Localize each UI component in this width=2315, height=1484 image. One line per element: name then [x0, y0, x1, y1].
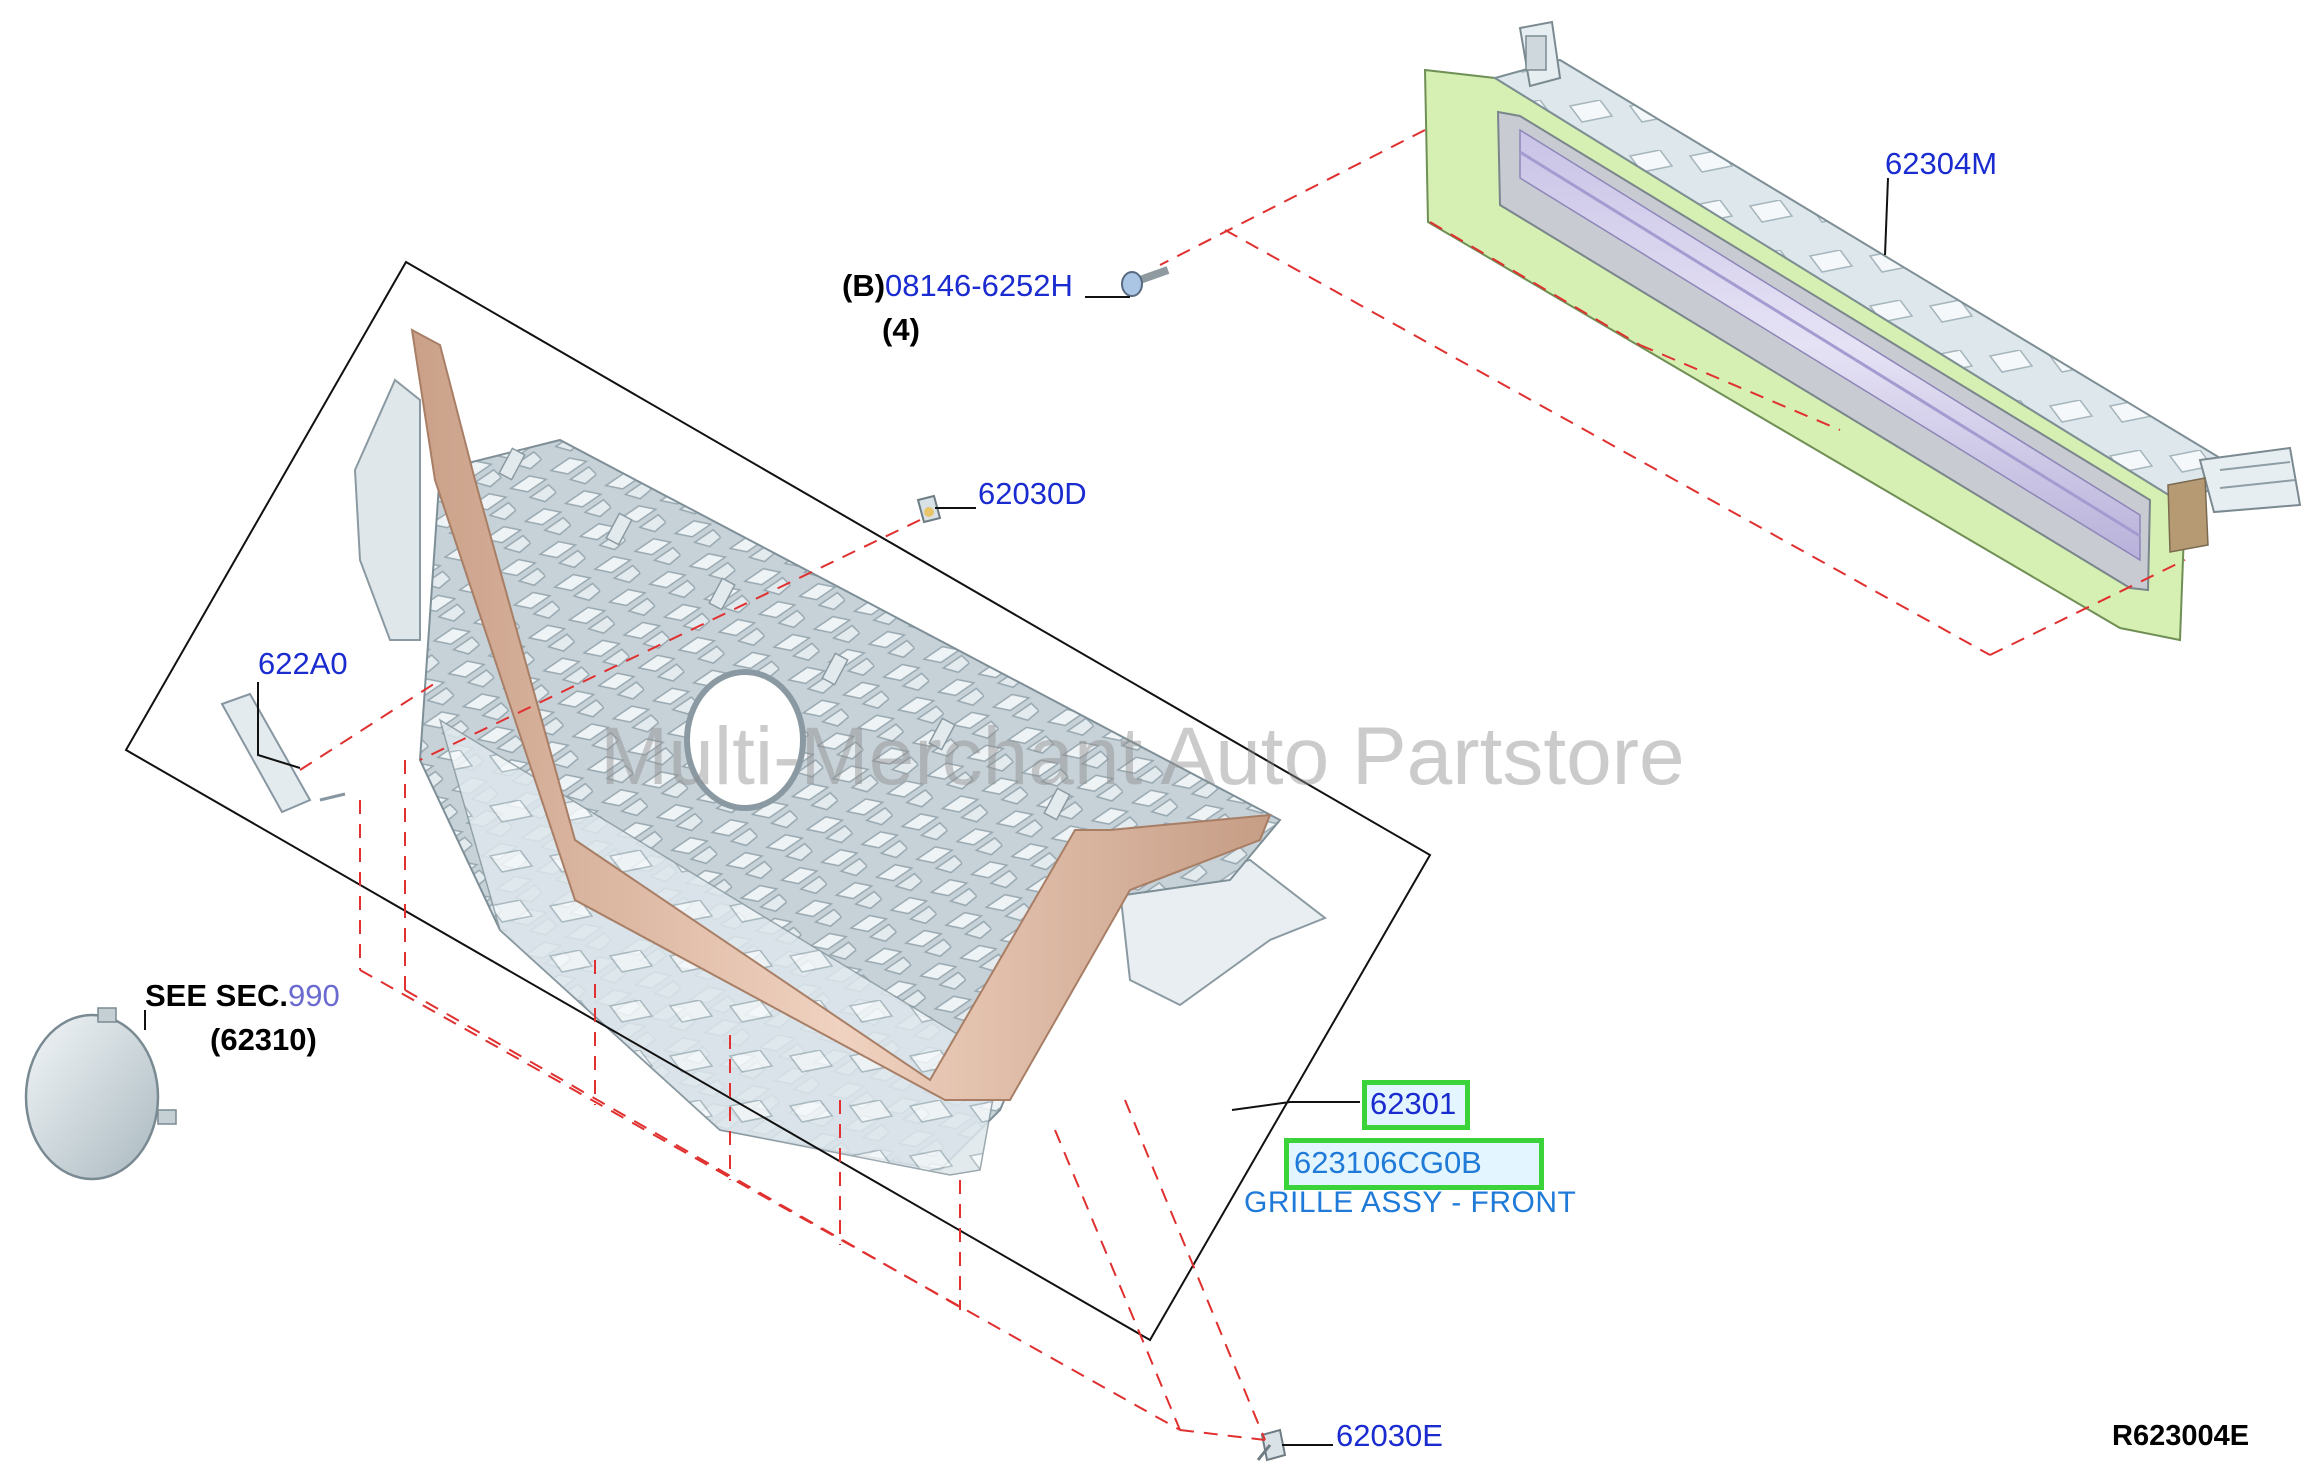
front-grille-illustration — [353, 328, 1327, 1176]
catalog-number-highlight — [1284, 1138, 1544, 1190]
grille-part-highlight — [1362, 1080, 1470, 1130]
emblem-cap-illustration — [24, 1007, 177, 1181]
emblem-callout: SEE SEC.990 — [145, 980, 340, 1011]
cover-small-part-link[interactable]: 622A0 — [258, 646, 348, 681]
grille-part-link[interactable]: 62301 — [1370, 1086, 1457, 1121]
section-990-link[interactable]: 990 — [288, 978, 340, 1013]
bolt-prefix: (B) — [842, 268, 886, 303]
assembly-leader-lines — [299, 129, 2186, 1441]
clip-upper-illustration — [916, 494, 942, 524]
grille-group-frame — [124, 260, 1432, 1342]
bolt-part-link[interactable]: 08146-6252H — [885, 268, 1073, 303]
cover-small-illustration — [220, 692, 346, 814]
clip-lower-illustration — [1256, 1428, 1287, 1462]
bolt-illustration — [1121, 266, 1170, 297]
bracket-part-link[interactable]: 62304M — [1885, 146, 1998, 181]
radiator-bracket-illustration — [1423, 20, 2302, 642]
catalog-number-link[interactable]: 623106CG0B — [1294, 1145, 1482, 1180]
grille-description: GRILLE ASSY - FRONT — [1244, 1186, 1577, 1219]
see-section-label: SEE SEC. — [145, 978, 288, 1013]
bolt-quantity: (4) — [882, 312, 920, 347]
emblem-ref: (62310) — [210, 1022, 317, 1057]
diagram-reference-code: R623004E — [2112, 1420, 2250, 1452]
clip-upper-part-link[interactable]: 62030D — [978, 476, 1087, 511]
clip-lower-part-link[interactable]: 62030E — [1336, 1418, 1443, 1453]
callout-leader-lines — [144, 177, 1889, 1446]
bolt-callout: (B)08146-6252H — [842, 270, 1073, 301]
